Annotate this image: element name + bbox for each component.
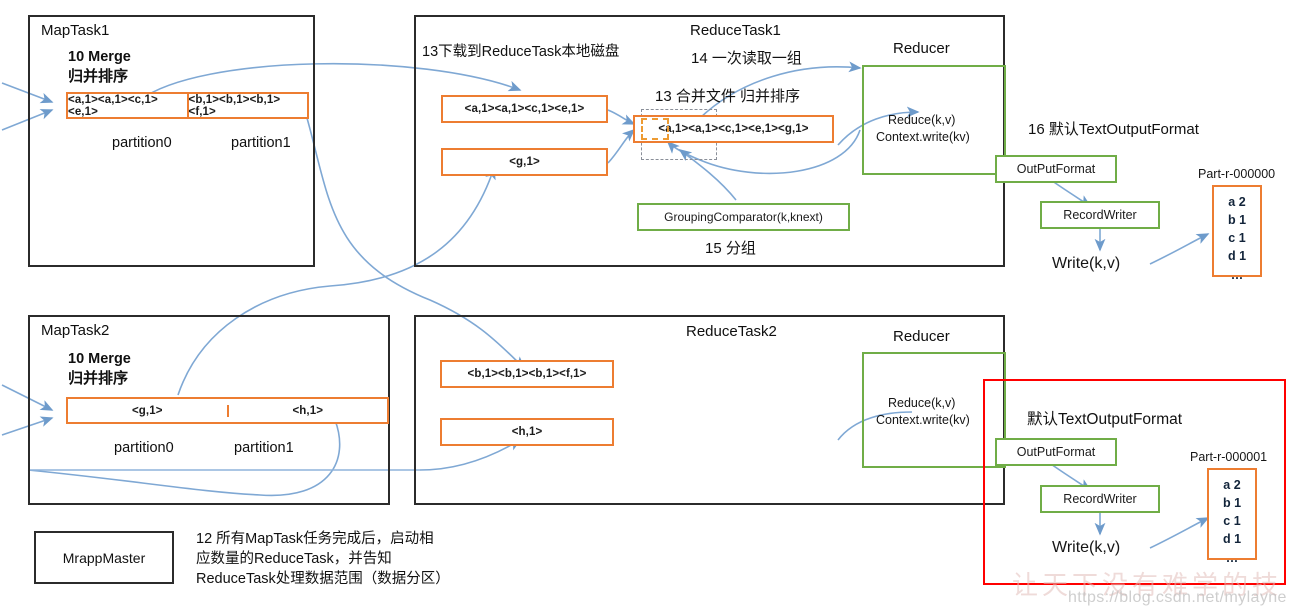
part-file-row: b 1 [1222, 496, 1242, 511]
part-file-row: … [1225, 550, 1239, 565]
reducer-1-box [862, 65, 1006, 175]
part-file-row: a 2 [1228, 195, 1246, 209]
part-file-row: d 1 [1222, 532, 1242, 547]
reduce-task-1-title: ReduceTask1 [690, 22, 781, 39]
map-task-2-partition-strip[interactable]: <g,1> <h,1> [66, 397, 389, 424]
watermark-url: https://blog.csdn.net/mylayne [1068, 589, 1287, 606]
output-2-write-call: Write(k,v) [1052, 539, 1121, 556]
reducer-2-reduce-line1: Reduce(k,v) [888, 396, 956, 410]
part-file-row: c 1 [1223, 514, 1241, 529]
output-2-part-file-box[interactable]: a 2 b 1 c 1 d 1 … [1207, 468, 1257, 565]
map-task-1-merge-label-line1: 10 Merge [68, 49, 131, 65]
map-task-2-container [28, 315, 390, 505]
map-task-2-partition1-label: partition1 [234, 440, 294, 456]
reduce-task-1-fetched-box-2[interactable]: <g,1> [441, 148, 608, 176]
reduce-task-1-fetched-box-1[interactable]: <a,1><a,1><c,1><e,1> [441, 95, 608, 123]
grouping-comparator-box[interactable]: GroupingComparator(k,knext) [637, 203, 850, 231]
output-1-part-file-box[interactable]: a 2 b 1 c 1 d 1 … [1212, 185, 1262, 282]
output-2-format-label: 默认TextOutputFormat [1027, 411, 1183, 428]
output-1-part-file-name: Part-r-000000 [1198, 167, 1276, 181]
map-task-1-partition1-data: <b,1><b,1><b,1><f,1> [186, 93, 308, 118]
reducer-1-reduce-line1: Reduce(k,v) [888, 113, 956, 127]
watermark-chinese: 让天下没有难学的技术 [1012, 571, 1283, 600]
reducer-1-title: Reducer [893, 40, 950, 57]
reduce-task-2-fetched-box-1[interactable]: <b,1><b,1><b,1><f,1> [440, 360, 614, 388]
reducer-1-reduce-line2: Context.write(kv) [876, 130, 970, 144]
part-file-row: … [1230, 267, 1244, 282]
map-task-1-title: MapTask1 [41, 22, 110, 39]
output-2-highlight-frame [983, 379, 1286, 585]
output-2-part-file-name: Part-r-000001 [1190, 450, 1268, 464]
output-1-format-label: 16 默认TextOutputFormat [1028, 121, 1199, 138]
output-1-write-call: Write(k,v) [1052, 255, 1121, 272]
map-task-2-partition1-data: <h,1> [226, 404, 388, 417]
footer-note-line3: ReduceTask处理数据范围（数据分区） [196, 571, 450, 587]
map-task-1-partition1-label: partition1 [231, 135, 291, 151]
map-task-2-partition0-label: partition0 [114, 440, 174, 456]
part-file-row: c 1 [1228, 231, 1246, 246]
reduce-task-1-download-label: 13下载到ReduceTask本地磁盘 [422, 44, 620, 60]
map-task-1-partition-strip[interactable]: <a,1><a,1><c,1><e,1> <b,1><b,1><b,1><f,1… [66, 92, 309, 119]
reduce-task-2-title: ReduceTask2 [686, 323, 777, 340]
reduce-task-1-merge-file-label: 13 合并文件 归并排序 [655, 88, 801, 105]
map-task-2-merge-label-line1: 10 Merge [68, 351, 131, 367]
footer-note-line2: 应数量的ReduceTask，并告知 [196, 551, 392, 567]
part-file-row: d 1 [1227, 249, 1247, 264]
footer-note-line1: 12 所有MapTask任务完成后，启动相 [196, 531, 434, 547]
output-2-output-format-box[interactable]: OutPutFormat [995, 438, 1117, 466]
map-task-2-partition0-data: <g,1> [131, 404, 163, 417]
map-task-1-container [28, 15, 315, 267]
map-task-1-partition0-data: <a,1><a,1><c,1><e,1> [68, 93, 158, 118]
reduce-task-2-fetched-box-2[interactable]: <h,1> [440, 418, 614, 446]
mrapp-master-box[interactable]: MrappMaster [34, 531, 174, 584]
reducer-2-title: Reducer [893, 328, 950, 345]
output-1-output-format-box[interactable]: OutPutFormat [995, 155, 1117, 183]
output-2-record-writer-box[interactable]: RecordWriter [1040, 485, 1160, 513]
merged-box-first-pair-highlight [641, 118, 669, 140]
output-1-record-writer-box[interactable]: RecordWriter [1040, 201, 1160, 229]
map-task-1-partition0-label: partition0 [112, 135, 172, 151]
map-task-2-title: MapTask2 [41, 322, 110, 339]
reducer-2-reduce-line2: Context.write(kv) [876, 413, 970, 427]
part-file-row: b 1 [1227, 213, 1247, 228]
reduce-task-1-read-group-label: 14 一次读取一组 [691, 50, 802, 67]
map-task-2-merge-label-line2: 归并排序 [68, 370, 129, 387]
grouping-label: 15 分组 [705, 240, 756, 257]
reducer-2-box [862, 352, 1006, 468]
map-task-1-merge-label-line2: 归并排序 [68, 68, 129, 85]
part-file-row: a 2 [1223, 478, 1241, 492]
